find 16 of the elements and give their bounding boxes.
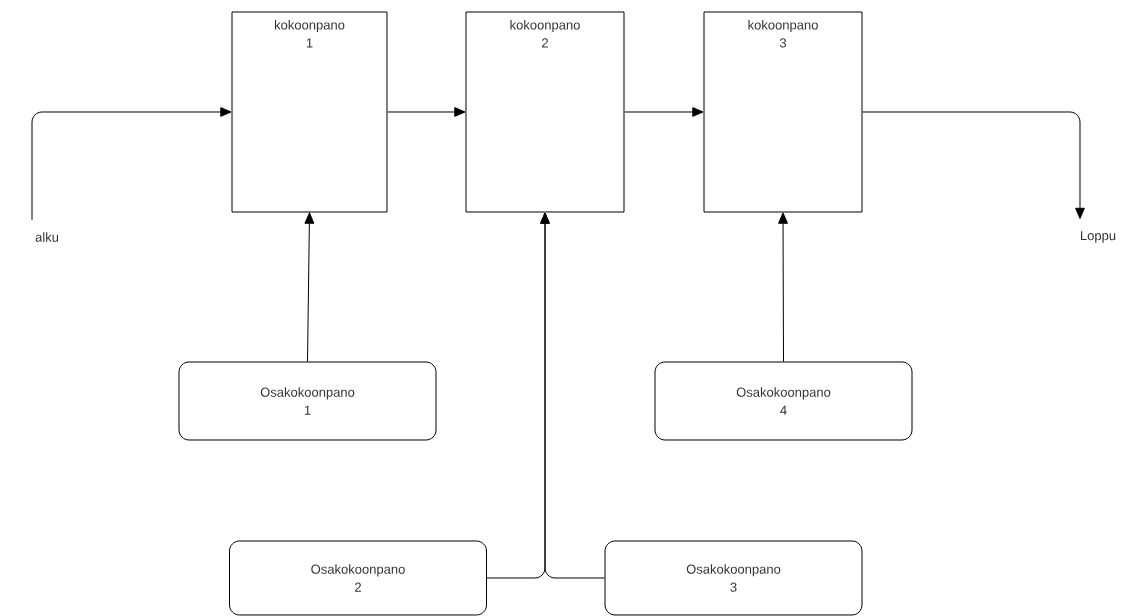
process-box: kokoonpano 1 [231, 11, 388, 213]
terminal-label: alku [35, 232, 59, 242]
terminal-label: Loppu [1081, 231, 1116, 243]
arrow [862, 111, 1085, 219]
arrow [31, 107, 232, 221]
subassembly-box: Osakokoonpano 2 [229, 540, 487, 616]
subassembly-box: Osakokoonpano 3 [604, 540, 863, 616]
subassembly-box: Osakokoonpano 4 [654, 361, 913, 441]
arrow [304, 212, 315, 362]
process-box: kokoonpano 2 [465, 11, 625, 213]
arrow [387, 107, 466, 117]
arrow [540, 212, 605, 579]
arrow [778, 212, 788, 362]
subassembly-box: Osakokoonpano 1 [178, 361, 437, 441]
arrow [624, 107, 704, 117]
process-box: kokoonpano 3 [703, 11, 863, 213]
